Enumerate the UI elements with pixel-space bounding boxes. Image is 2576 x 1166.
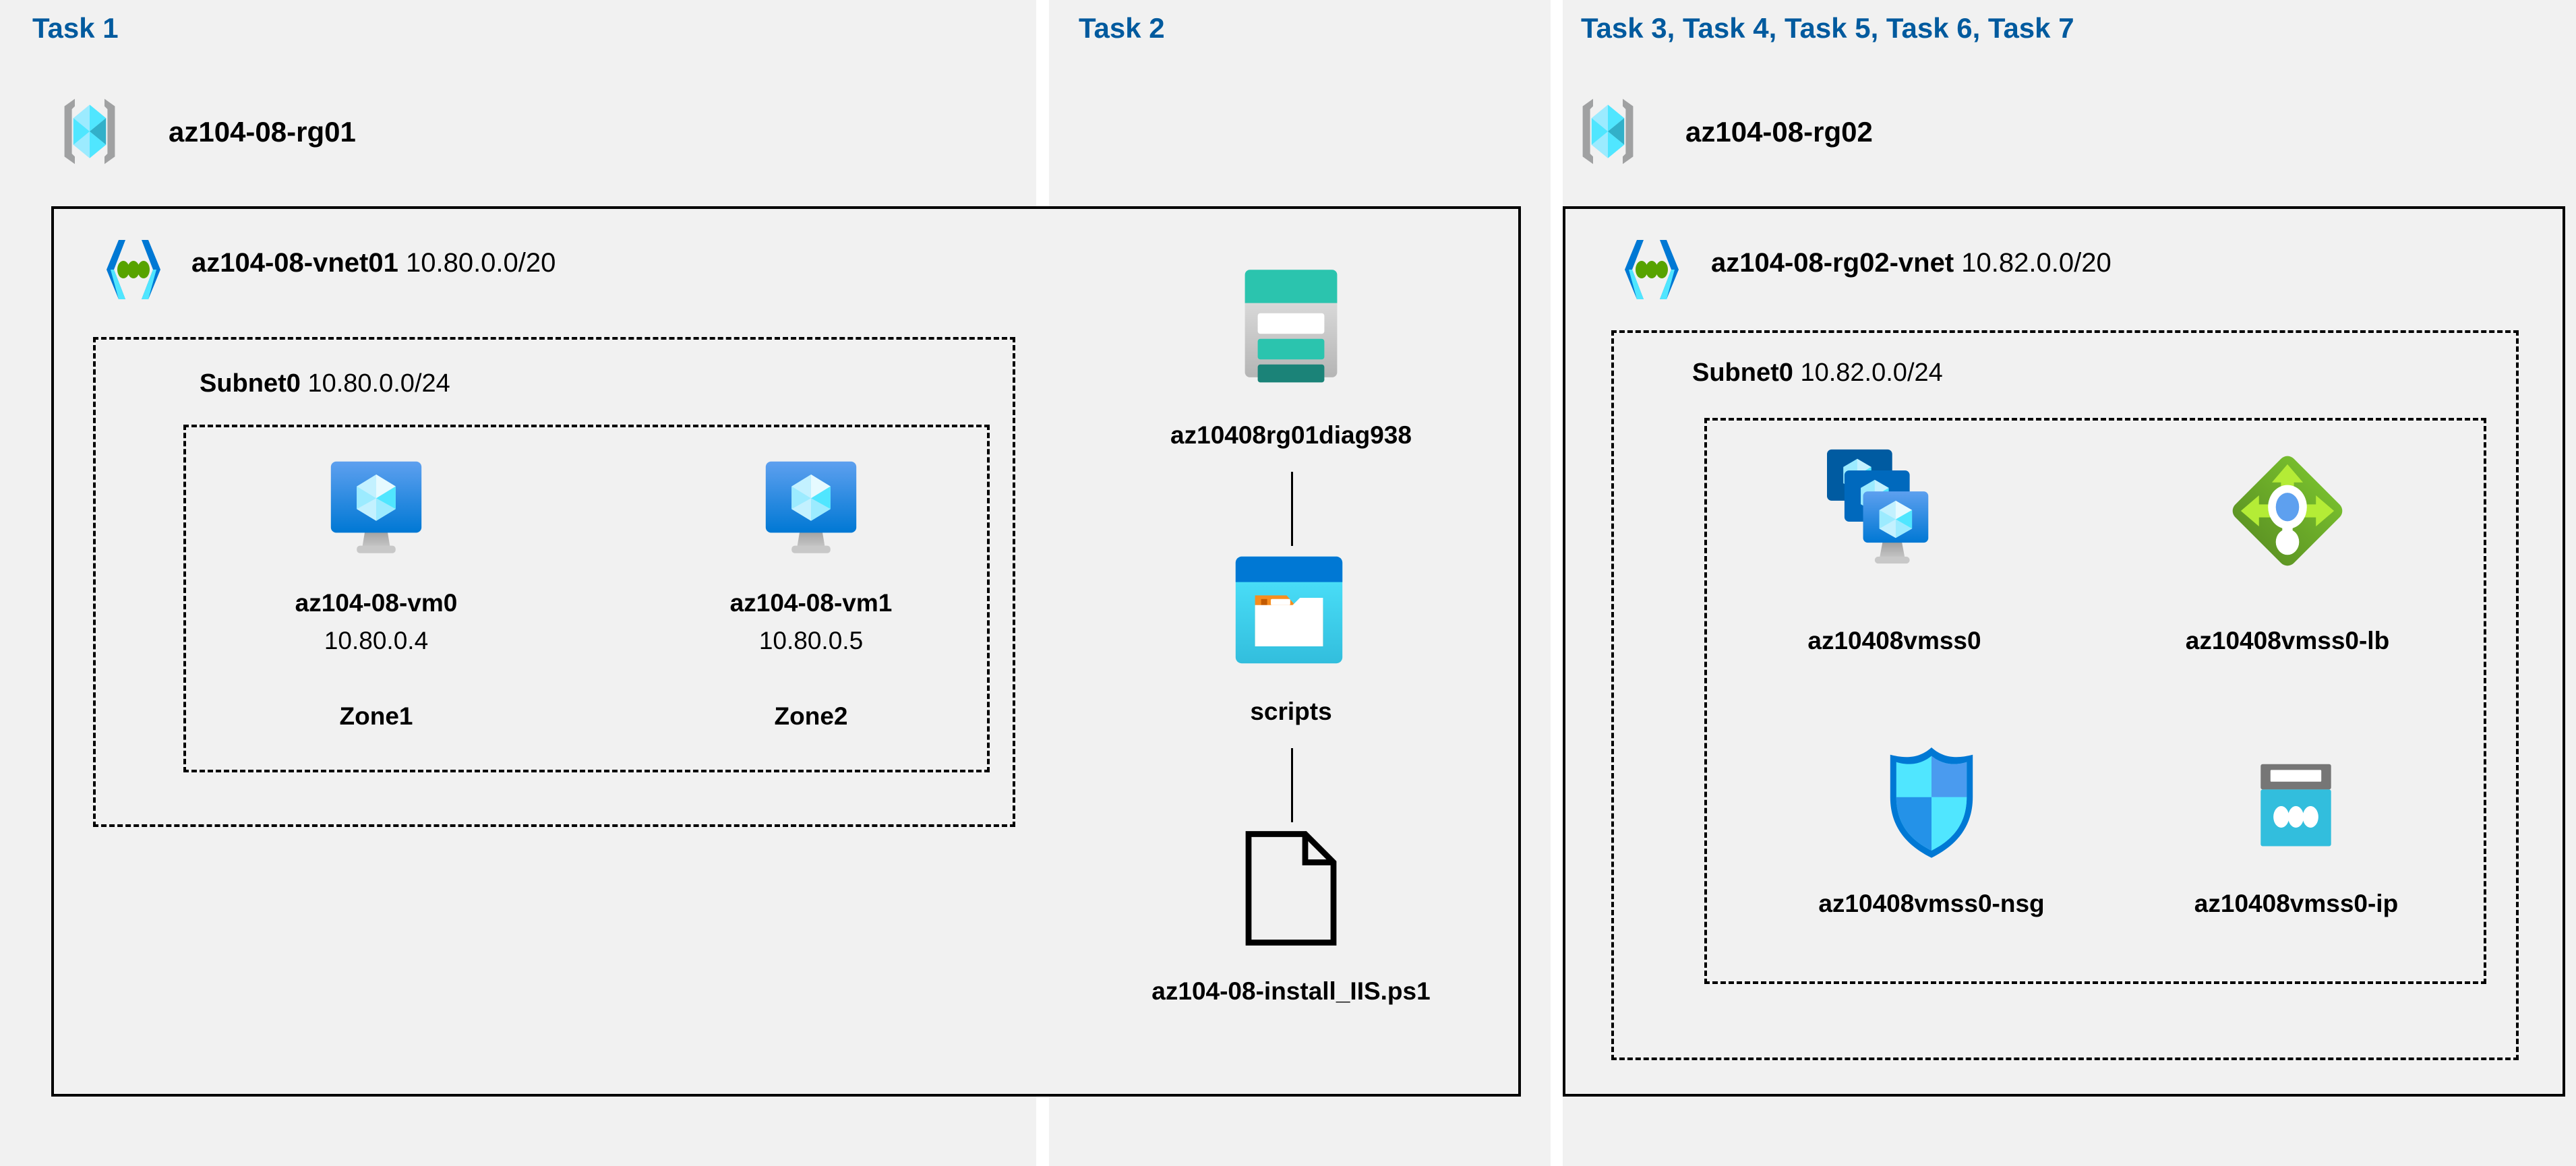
virtual-machine-icon — [322, 453, 430, 561]
virtual-network-icon — [93, 237, 174, 302]
virtual-network-icon — [1611, 237, 1692, 302]
storage-account-icon — [1227, 259, 1355, 388]
task37-resource-group-name: az104-08-rg02 — [1685, 116, 1873, 148]
blob-container-icon — [1228, 549, 1350, 671]
task1-label: Task 1 — [32, 12, 119, 44]
connector-storage-to-container — [1291, 472, 1293, 546]
task1-vnet-cidr: 10.80.0.0/20 — [405, 248, 556, 278]
task37-vnet-label: az104-08-rg02-vnet 10.82.0.0/20 — [1711, 248, 2111, 278]
task2-container-name: scripts — [1250, 698, 1332, 725]
task2-label: Task 2 — [1079, 12, 1165, 44]
task1-vm0-name: az104-08-vm0 — [295, 589, 458, 617]
task37-vnet-box — [1563, 206, 2565, 1097]
resource-group-icon — [53, 94, 127, 168]
task1-vm-group-box — [183, 425, 990, 772]
task2-script-file-name: az104-08-install_IIS.ps1 — [1151, 977, 1431, 1005]
vm-scale-set-icon — [1827, 445, 1955, 573]
network-security-group-icon — [1881, 741, 1982, 863]
task37-nsg-name: az10408vmss0-nsg — [1818, 890, 2045, 917]
resource-group-icon — [1571, 94, 1645, 168]
task37-load-balancer-name: az10408vmss0-lb — [2185, 627, 2390, 654]
task37-public-ip-name: az10408vmss0-ip — [2194, 890, 2399, 917]
task37-vnet-name: az104-08-rg02-vnet — [1711, 248, 1962, 278]
task1-vm1-name: az104-08-vm1 — [729, 589, 893, 617]
task3-7-label: Task 3, Task 4, Task 5, Task 6, Task 7 — [1581, 12, 2074, 44]
task1-vm1-ip: 10.80.0.5 — [758, 627, 864, 654]
task1-vm0-zone: Zone1 — [339, 702, 413, 730]
task1-vm1-zone: Zone2 — [774, 702, 848, 730]
task37-vnet-cidr: 10.82.0.0/20 — [1961, 248, 2111, 278]
task1-subnet-cidr: 10.80.0.0/24 — [307, 369, 450, 398]
task1-vnet-label: az104-08-vnet01 10.80.0.0/20 — [191, 248, 556, 278]
file-icon — [1244, 828, 1338, 949]
task1-subnet-name: Subnet0 — [200, 369, 308, 398]
task1-vnet-name: az104-08-vnet01 — [191, 248, 406, 278]
connector-container-to-file — [1291, 748, 1293, 822]
load-balancer-icon — [2223, 446, 2352, 576]
task37-subnet-box — [1611, 330, 2519, 1060]
task2-storage-account-name: az10408rg01diag938 — [1170, 421, 1412, 449]
task37-subnet-cidr: 10.82.0.0/24 — [1800, 359, 1943, 387]
task37-subnet-label: Subnet0 10.82.0.0/24 — [1692, 359, 1943, 388]
task37-resource-group-box — [1704, 418, 2486, 984]
task37-subnet-name: Subnet0 — [1692, 359, 1801, 387]
task1-vm0-ip: 10.80.0.4 — [324, 627, 429, 654]
public-ip-address-icon — [2247, 758, 2345, 856]
task1-subnet-label: Subnet0 10.80.0.0/24 — [200, 369, 450, 398]
task37-vmss-name: az10408vmss0 — [1807, 627, 1981, 654]
task1-subnet-box — [93, 337, 1015, 827]
virtual-machine-icon — [757, 453, 865, 561]
task1-resource-group-name: az104-08-rg01 — [169, 116, 356, 148]
